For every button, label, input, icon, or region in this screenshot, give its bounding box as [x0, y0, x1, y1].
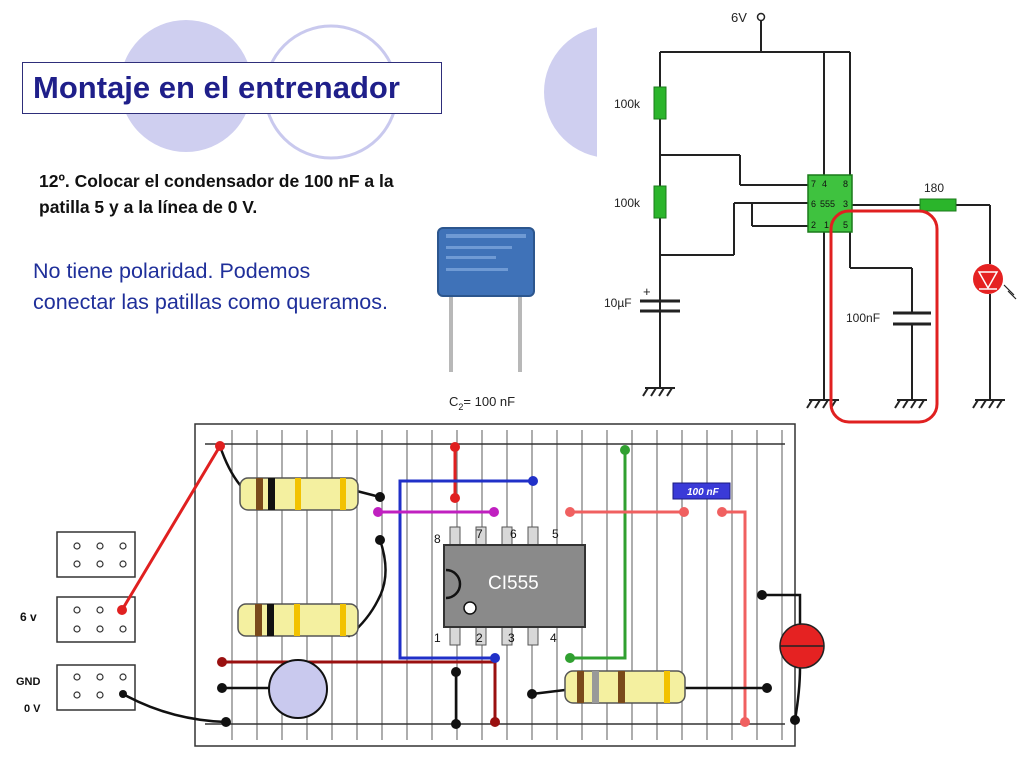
step-line-2: patilla 5 y a la línea de 0 V.	[39, 197, 258, 217]
resistor-r3	[919, 198, 957, 212]
ic-pin-7: 7	[476, 527, 483, 541]
zero-volt-label: 0 V	[24, 703, 41, 715]
ic-pin-6: 6	[510, 527, 517, 541]
capacitor-photo	[437, 227, 535, 372]
resistor-r1-label: 100k	[614, 97, 641, 111]
connector-blocks	[56, 531, 136, 711]
step-line-1: 12º. Colocar el condensador de 100 nF a …	[39, 171, 394, 191]
board-resistor-1	[239, 477, 359, 511]
board-led	[779, 623, 825, 669]
c1-label: 10µF	[604, 296, 632, 310]
board-capacitor-100nf	[672, 482, 731, 500]
board-capacitor-10uf	[268, 659, 328, 719]
svg-text:1: 1	[824, 220, 829, 230]
step-instruction: 12º. Colocar el condensador de 100 nF a …	[39, 168, 519, 220]
ic-555-schematic: 7 6 2 4 555 1 8 3 5	[807, 174, 853, 233]
wire-blue	[398, 479, 535, 660]
svg-text:2: 2	[811, 220, 816, 230]
svg-text:5: 5	[843, 220, 848, 230]
capacitor-highlight	[829, 209, 939, 424]
svg-text:4: 4	[822, 179, 827, 189]
wire-green	[568, 448, 627, 660]
polarity-note: No tiene polaridad. Podemos conectar las…	[33, 259, 388, 314]
c2-label: 100nF	[846, 311, 880, 325]
resistor-r1	[653, 86, 667, 120]
board-resistor-2	[237, 603, 359, 637]
supply-terminal	[756, 12, 766, 22]
supply-6v-label: 6 v	[20, 610, 37, 624]
title-box: Montaje en el entrenador	[22, 62, 442, 114]
svg-text:6: 6	[811, 199, 816, 209]
wire-black-pin3	[530, 688, 567, 696]
led-symbol	[973, 264, 1017, 300]
ic-label: CI555	[488, 573, 539, 594]
wire-black-res2	[347, 538, 387, 638]
ground-symbols	[642, 372, 1005, 409]
board-capacitor-label: 100 nF	[687, 487, 720, 498]
ic-pin-1: 1	[434, 631, 441, 645]
svg-text:3: 3	[843, 199, 848, 209]
resistor-r2	[653, 185, 667, 219]
c1-polarity: +	[643, 284, 651, 299]
ic-pin-4: 4	[550, 631, 557, 645]
svg-text:8: 8	[843, 179, 848, 189]
board-ic-555	[443, 526, 586, 646]
resistor-r2-label: 100k	[614, 196, 641, 210]
capacitor-caption: C2= 100 nF	[449, 394, 515, 412]
gnd-label: GND	[16, 676, 41, 688]
connection-dots	[117, 441, 800, 729]
svg-text:7: 7	[811, 179, 816, 189]
wire-red-6v	[120, 444, 222, 612]
resistor-r3-label: 180	[924, 181, 944, 195]
svg-text:555: 555	[820, 199, 835, 209]
wire-salmon-cap	[720, 510, 747, 724]
wire-black-gnd	[121, 692, 228, 724]
slide-title: Montaje en el entrenador	[33, 70, 400, 105]
board-resistor-3	[564, 670, 686, 704]
ic-pin-8: 8	[434, 532, 441, 546]
ic-pin-5: 5	[552, 527, 559, 541]
ic-pin-3: 3	[508, 631, 515, 645]
supply-label: 6V	[731, 10, 747, 25]
ic-pin-2: 2	[476, 631, 483, 645]
